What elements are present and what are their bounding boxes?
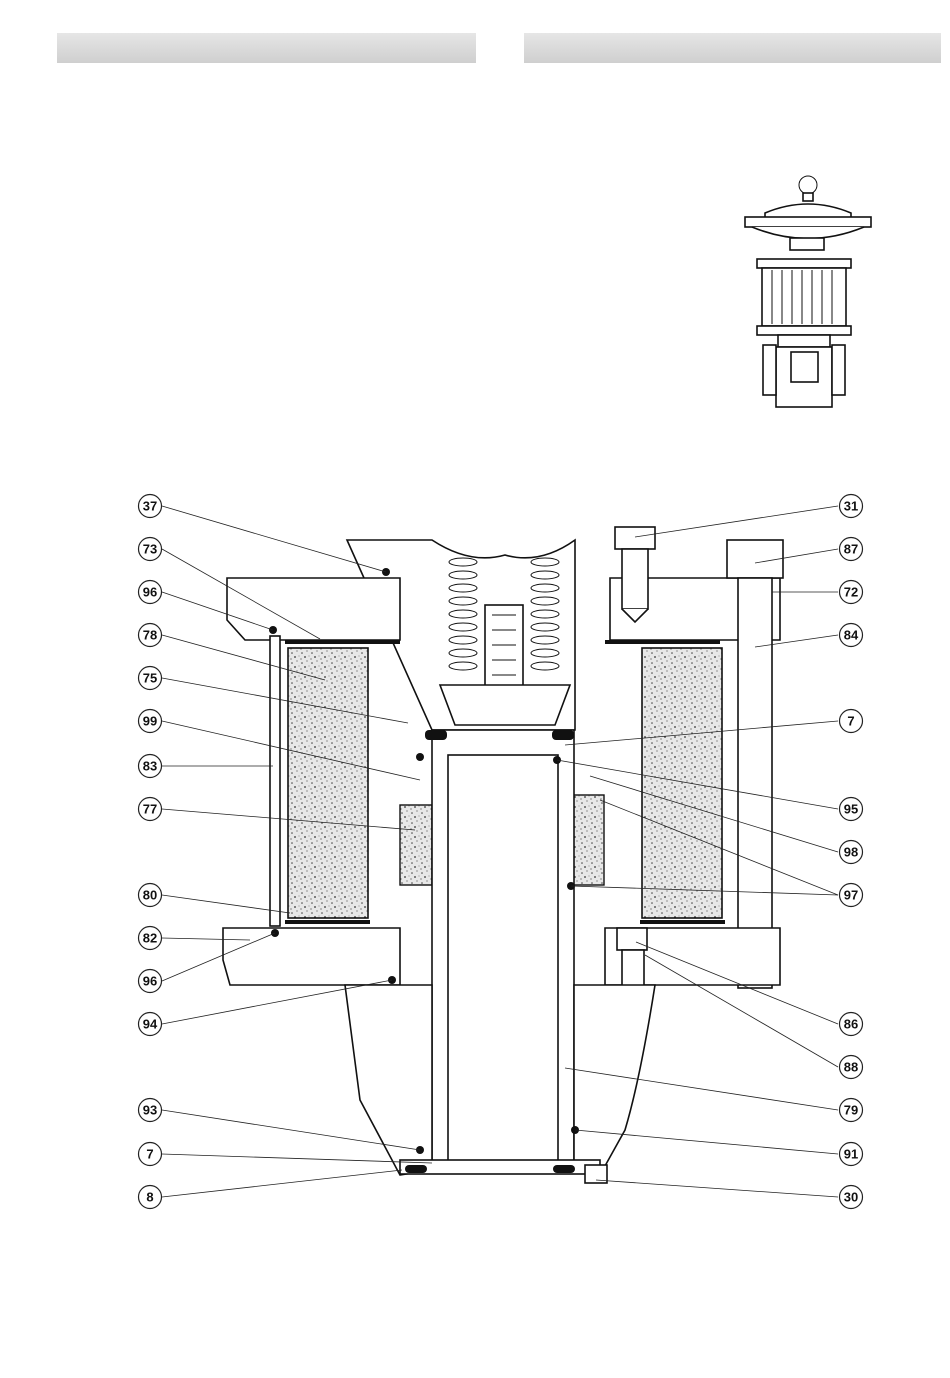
- svg-text:82: 82: [143, 931, 157, 946]
- callout-93: 93: [139, 1099, 162, 1122]
- callout-73: 73: [139, 538, 162, 561]
- callout-88: 88: [840, 1056, 863, 1079]
- svg-text:79: 79: [844, 1103, 858, 1118]
- callout-7-lower: 7: [139, 1143, 162, 1166]
- callout-8: 8: [139, 1186, 162, 1209]
- svg-text:94: 94: [143, 1017, 158, 1032]
- svg-text:96: 96: [143, 974, 157, 989]
- callout-75: 75: [139, 667, 162, 690]
- callouts-right: 31 87 72 84 7 95 98 97 86 88 79 91 30: [840, 495, 863, 1209]
- callout-77: 77: [139, 798, 162, 821]
- svg-text:72: 72: [844, 585, 858, 600]
- svg-text:91: 91: [844, 1147, 858, 1162]
- callout-37: 37: [139, 495, 162, 518]
- callout-80: 80: [139, 884, 162, 907]
- svg-text:7: 7: [146, 1147, 153, 1162]
- svg-text:87: 87: [844, 542, 858, 557]
- callout-96-upper: 96: [139, 581, 162, 604]
- svg-text:7: 7: [847, 714, 854, 729]
- svg-text:8: 8: [146, 1190, 153, 1205]
- callout-82: 82: [139, 927, 162, 950]
- svg-text:75: 75: [143, 671, 157, 686]
- callout-30: 30: [840, 1186, 863, 1209]
- svg-text:80: 80: [143, 888, 157, 903]
- svg-text:30: 30: [844, 1190, 858, 1205]
- cross-section-drawing: [223, 527, 783, 1183]
- callout-96-lower: 96: [139, 970, 162, 993]
- callout-31: 31: [840, 495, 863, 518]
- callout-78: 78: [139, 624, 162, 647]
- svg-text:99: 99: [143, 714, 157, 729]
- svg-text:78: 78: [143, 628, 157, 643]
- svg-text:37: 37: [143, 499, 157, 514]
- callout-79: 79: [840, 1099, 863, 1122]
- svg-text:73: 73: [143, 542, 157, 557]
- svg-text:86: 86: [844, 1017, 858, 1032]
- svg-text:84: 84: [844, 628, 859, 643]
- callout-84: 84: [840, 624, 863, 647]
- svg-text:95: 95: [844, 802, 858, 817]
- svg-text:88: 88: [844, 1060, 858, 1075]
- callout-83: 83: [139, 755, 162, 778]
- callout-87: 87: [840, 538, 863, 561]
- callout-72: 72: [840, 581, 863, 604]
- svg-text:77: 77: [143, 802, 157, 817]
- svg-text:31: 31: [844, 499, 858, 514]
- callout-98: 98: [840, 841, 863, 864]
- callout-99: 99: [139, 710, 162, 733]
- callout-91: 91: [840, 1143, 863, 1166]
- callout-94: 94: [139, 1013, 162, 1036]
- callout-95: 95: [840, 798, 863, 821]
- callouts-left: 37 73 96 78 75 99 83 77 80 82 96 94 93 7…: [139, 495, 162, 1209]
- callout-86: 86: [840, 1013, 863, 1036]
- thumbnail-assembly: [745, 176, 871, 407]
- callout-7-upper: 7: [840, 710, 863, 733]
- svg-text:96: 96: [143, 585, 157, 600]
- svg-text:93: 93: [143, 1103, 157, 1118]
- callout-97: 97: [840, 884, 863, 907]
- svg-text:98: 98: [844, 845, 858, 860]
- svg-text:97: 97: [844, 888, 858, 903]
- svg-text:83: 83: [143, 759, 157, 774]
